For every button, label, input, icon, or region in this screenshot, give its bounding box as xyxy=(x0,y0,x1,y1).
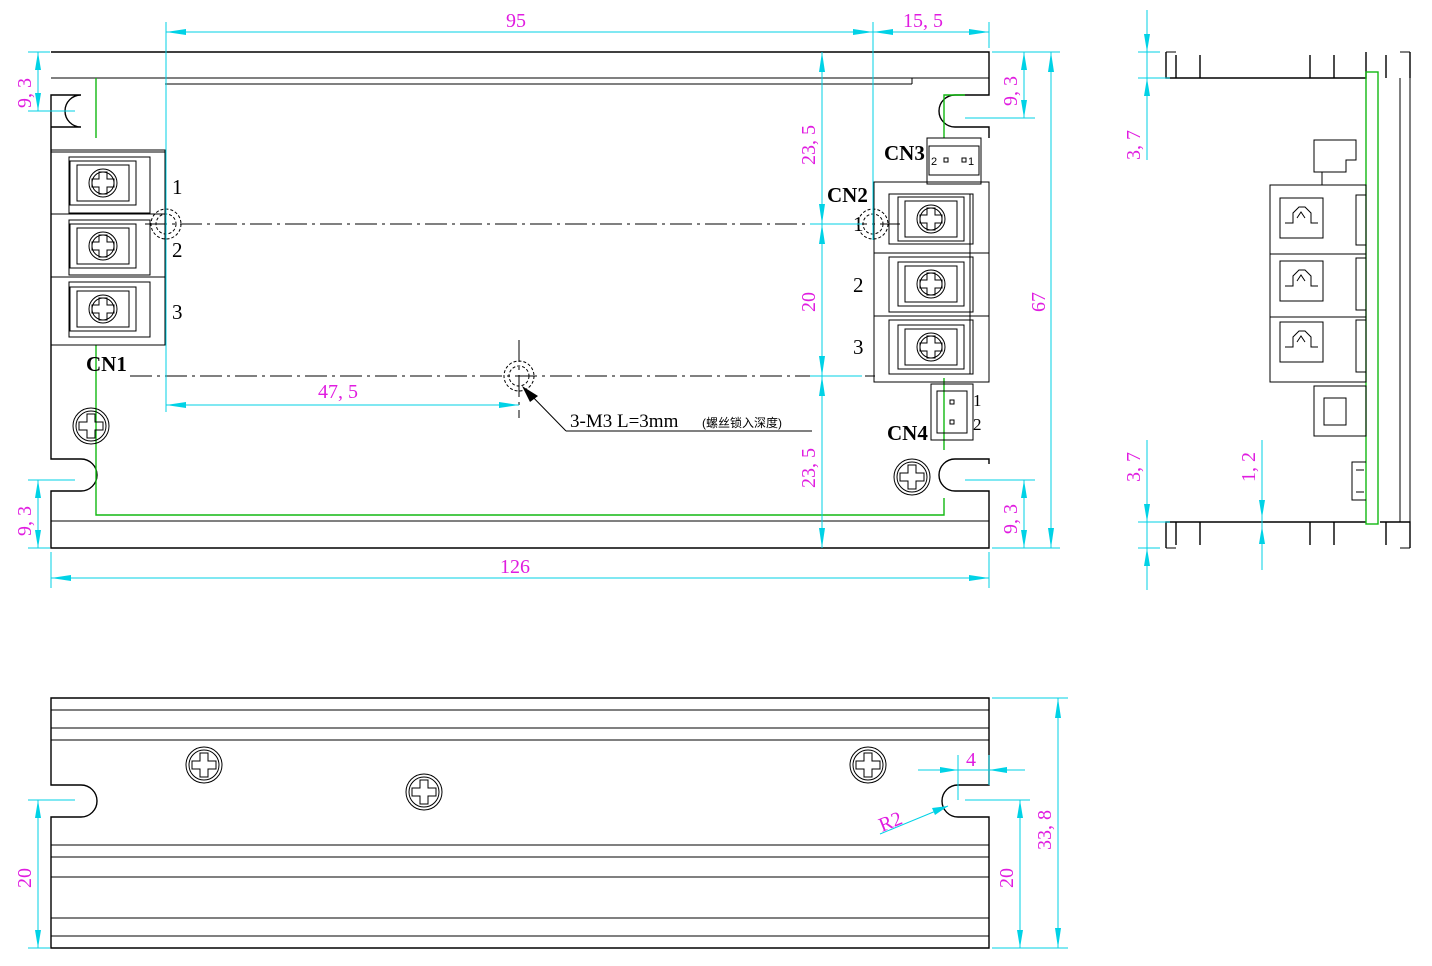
phillips-screw-icon xyxy=(405,773,443,811)
svg-text:R2: R2 xyxy=(876,807,906,836)
cn1-label: CN1 xyxy=(86,352,127,376)
svg-text:20: 20 xyxy=(798,292,820,312)
phillips-screw-icon xyxy=(893,458,931,496)
front-view: 20 20 33, 8 4 R2 xyxy=(14,697,1068,949)
dim-front-radius: R2 xyxy=(876,805,949,837)
svg-text:126: 126 xyxy=(500,556,530,578)
svg-text:1, 2: 1, 2 xyxy=(1238,452,1260,482)
cn3-pin-1: 1 xyxy=(968,156,974,168)
dim-hole-chain: 23, 5 20 23, 5 xyxy=(798,52,862,548)
cn3-label: CN3 xyxy=(884,141,925,165)
terminal-screw-icon xyxy=(69,286,137,332)
side-pcb xyxy=(1365,71,1379,525)
svg-text:20: 20 xyxy=(14,868,36,888)
svg-text:47, 5: 47, 5 xyxy=(318,381,358,403)
dim-slot-br: 9, 3 xyxy=(965,479,1035,549)
svg-text:9, 3: 9, 3 xyxy=(14,506,36,536)
cn1-terminal-block xyxy=(50,149,166,346)
cn1-pin-3: 3 xyxy=(172,300,183,324)
dim-slot-tr: 9, 3 xyxy=(965,51,1035,119)
svg-text:15, 5: 15, 5 xyxy=(903,10,943,32)
svg-text:23, 5: 23, 5 xyxy=(798,125,820,165)
dim-side-bottom: 3, 7 xyxy=(1123,440,1170,590)
cn4-pin-2: 2 xyxy=(973,415,982,434)
cn3-connector: 2 1 xyxy=(926,137,982,185)
front-view-outline xyxy=(50,697,990,949)
terminal-screw-icon xyxy=(897,196,965,242)
side-view-outline xyxy=(1165,52,1411,548)
terminal-screw-icon xyxy=(897,324,965,370)
dim-front-left: 20 xyxy=(14,799,75,949)
cn4-connector: 1 2 xyxy=(930,383,982,441)
top-view-outline xyxy=(50,51,990,549)
terminal-screw-icon xyxy=(69,160,137,206)
svg-text:4: 4 xyxy=(966,749,976,771)
svg-text:95: 95 xyxy=(506,10,526,32)
cn2-pin-3: 3 xyxy=(853,335,864,359)
cn4-pin-1: 1 xyxy=(973,391,982,410)
cn3-pin-2: 2 xyxy=(931,156,937,168)
terminal-screw-icon xyxy=(69,223,137,269)
svg-text:9, 3: 9, 3 xyxy=(1000,504,1022,534)
dim-15-5: 15, 5 xyxy=(873,10,990,48)
cn2-label: CN2 xyxy=(827,183,868,207)
dim-front-right: 20 xyxy=(965,799,1030,949)
dim-95: 95 xyxy=(165,10,874,412)
cn1-pin-1: 1 xyxy=(172,175,183,199)
svg-text:3, 7: 3, 7 xyxy=(1123,452,1145,482)
dim-47-5: 47, 5 xyxy=(166,381,519,408)
svg-text:33, 8: 33, 8 xyxy=(1034,810,1056,850)
cn2-pin-2: 2 xyxy=(853,273,864,297)
svg-text:9, 3: 9, 3 xyxy=(1000,76,1022,106)
top-view: 1 2 3 CN1 1 2 3 CN2 2 1 CN xyxy=(14,10,1060,588)
screw-depth-note: 3-M3 L=3mm xyxy=(570,411,679,432)
dim-side-top: 3, 7 xyxy=(1123,10,1170,160)
phillips-screw-icon xyxy=(72,407,110,445)
dim-side-base: 1, 2 xyxy=(1238,440,1265,570)
phillips-screw-icon xyxy=(849,746,887,784)
cn4-label: CN4 xyxy=(887,421,928,445)
dim-front-height: 33, 8 xyxy=(992,697,1068,949)
pcb-outline xyxy=(95,78,965,516)
side-view: 3, 7 3, 7 1, 2 xyxy=(1123,10,1411,590)
dim-slot-tl: 9, 3 xyxy=(14,51,75,112)
svg-text:20: 20 xyxy=(996,868,1018,888)
svg-text:67: 67 xyxy=(1028,292,1050,312)
cn1-pin-2: 2 xyxy=(172,238,183,262)
screw-depth-note-sub: (螺丝锁入深度) xyxy=(702,415,782,430)
phillips-screw-icon xyxy=(185,746,223,784)
dim-67: 67 xyxy=(993,51,1060,549)
svg-text:3, 7: 3, 7 xyxy=(1123,130,1145,160)
dim-slot-bl: 9, 3 xyxy=(14,479,75,549)
cn2-terminal-block xyxy=(873,181,990,383)
svg-text:9, 3: 9, 3 xyxy=(14,78,36,108)
terminal-screw-icon xyxy=(897,261,965,307)
svg-text:23, 5: 23, 5 xyxy=(798,448,820,488)
dim-front-slot-width: 4 xyxy=(918,749,1025,800)
dim-126: 126 xyxy=(50,552,990,588)
